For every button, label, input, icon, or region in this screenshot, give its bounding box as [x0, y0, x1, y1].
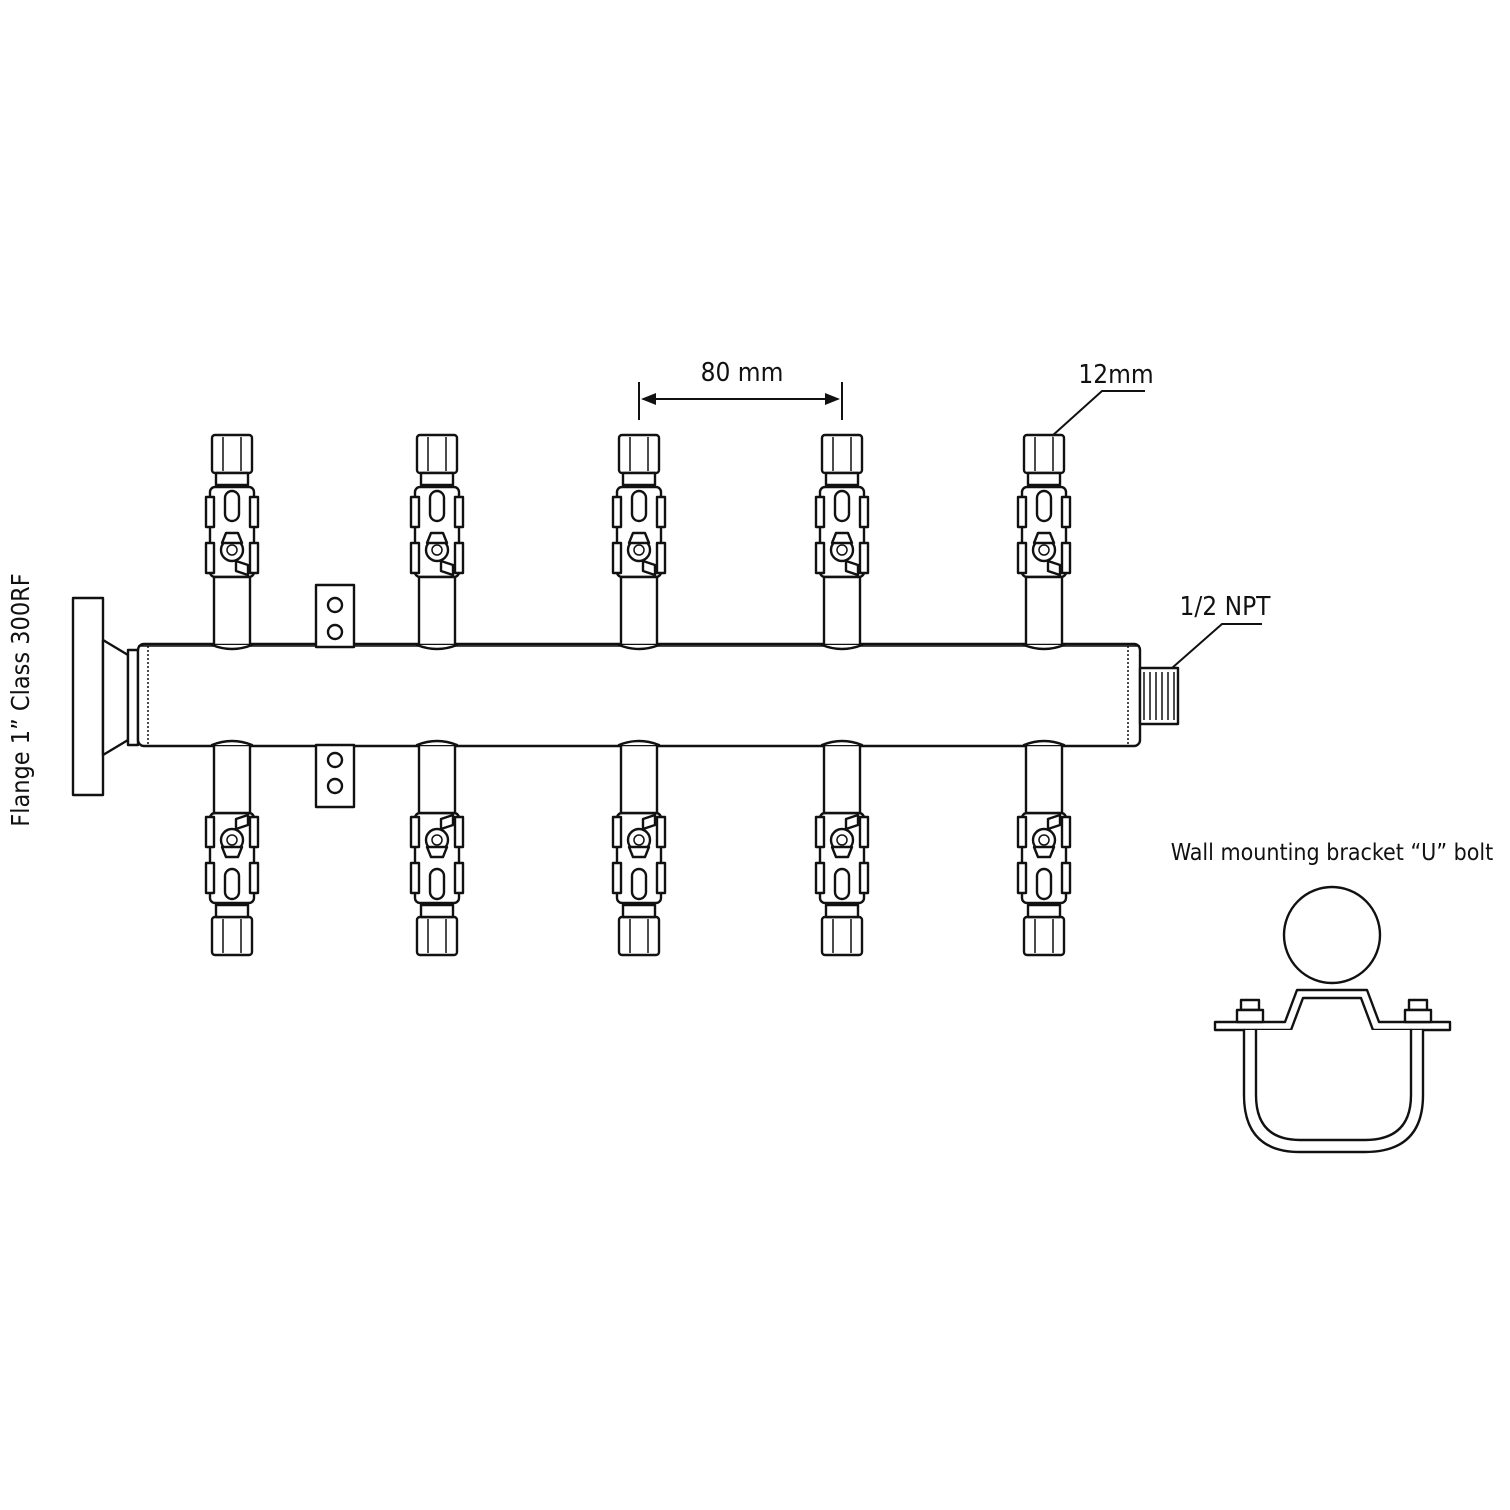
spacing-dimension: 80 mm — [638, 358, 843, 420]
valve-top-3 — [611, 433, 667, 651]
valve-top-2 — [409, 433, 465, 651]
valve-bottom-2 — [409, 739, 465, 957]
tube-size-label: 12mm — [1078, 360, 1153, 390]
bracket-label: Wall mounting bracket “U” bolt — [1171, 840, 1494, 866]
flange-label: Flange 1” Class 300RF — [6, 573, 35, 826]
tube-size-callout: 12mm — [1051, 360, 1154, 437]
flange — [71, 596, 140, 797]
u-bolt-bracket — [1213, 885, 1452, 1154]
header-pipe — [136, 642, 1142, 748]
valve-bottom-3 — [611, 739, 667, 957]
valve-bottom-5 — [1016, 739, 1072, 957]
mounting-plate-bottom — [314, 743, 356, 809]
valve-top-4 — [814, 433, 870, 651]
spacing-label: 80 mm — [701, 358, 784, 388]
npt-label: 1/2 NPT — [1180, 592, 1272, 622]
valve-top-1 — [204, 433, 260, 651]
valve-bottom-4 — [814, 739, 870, 957]
npt-callout: 1/2 NPT — [1171, 592, 1272, 669]
valve-top-5 — [1016, 433, 1072, 651]
mounting-plate-top — [314, 583, 356, 649]
npt-end-fitting — [1138, 666, 1180, 726]
valve-bottom-1 — [204, 739, 260, 957]
